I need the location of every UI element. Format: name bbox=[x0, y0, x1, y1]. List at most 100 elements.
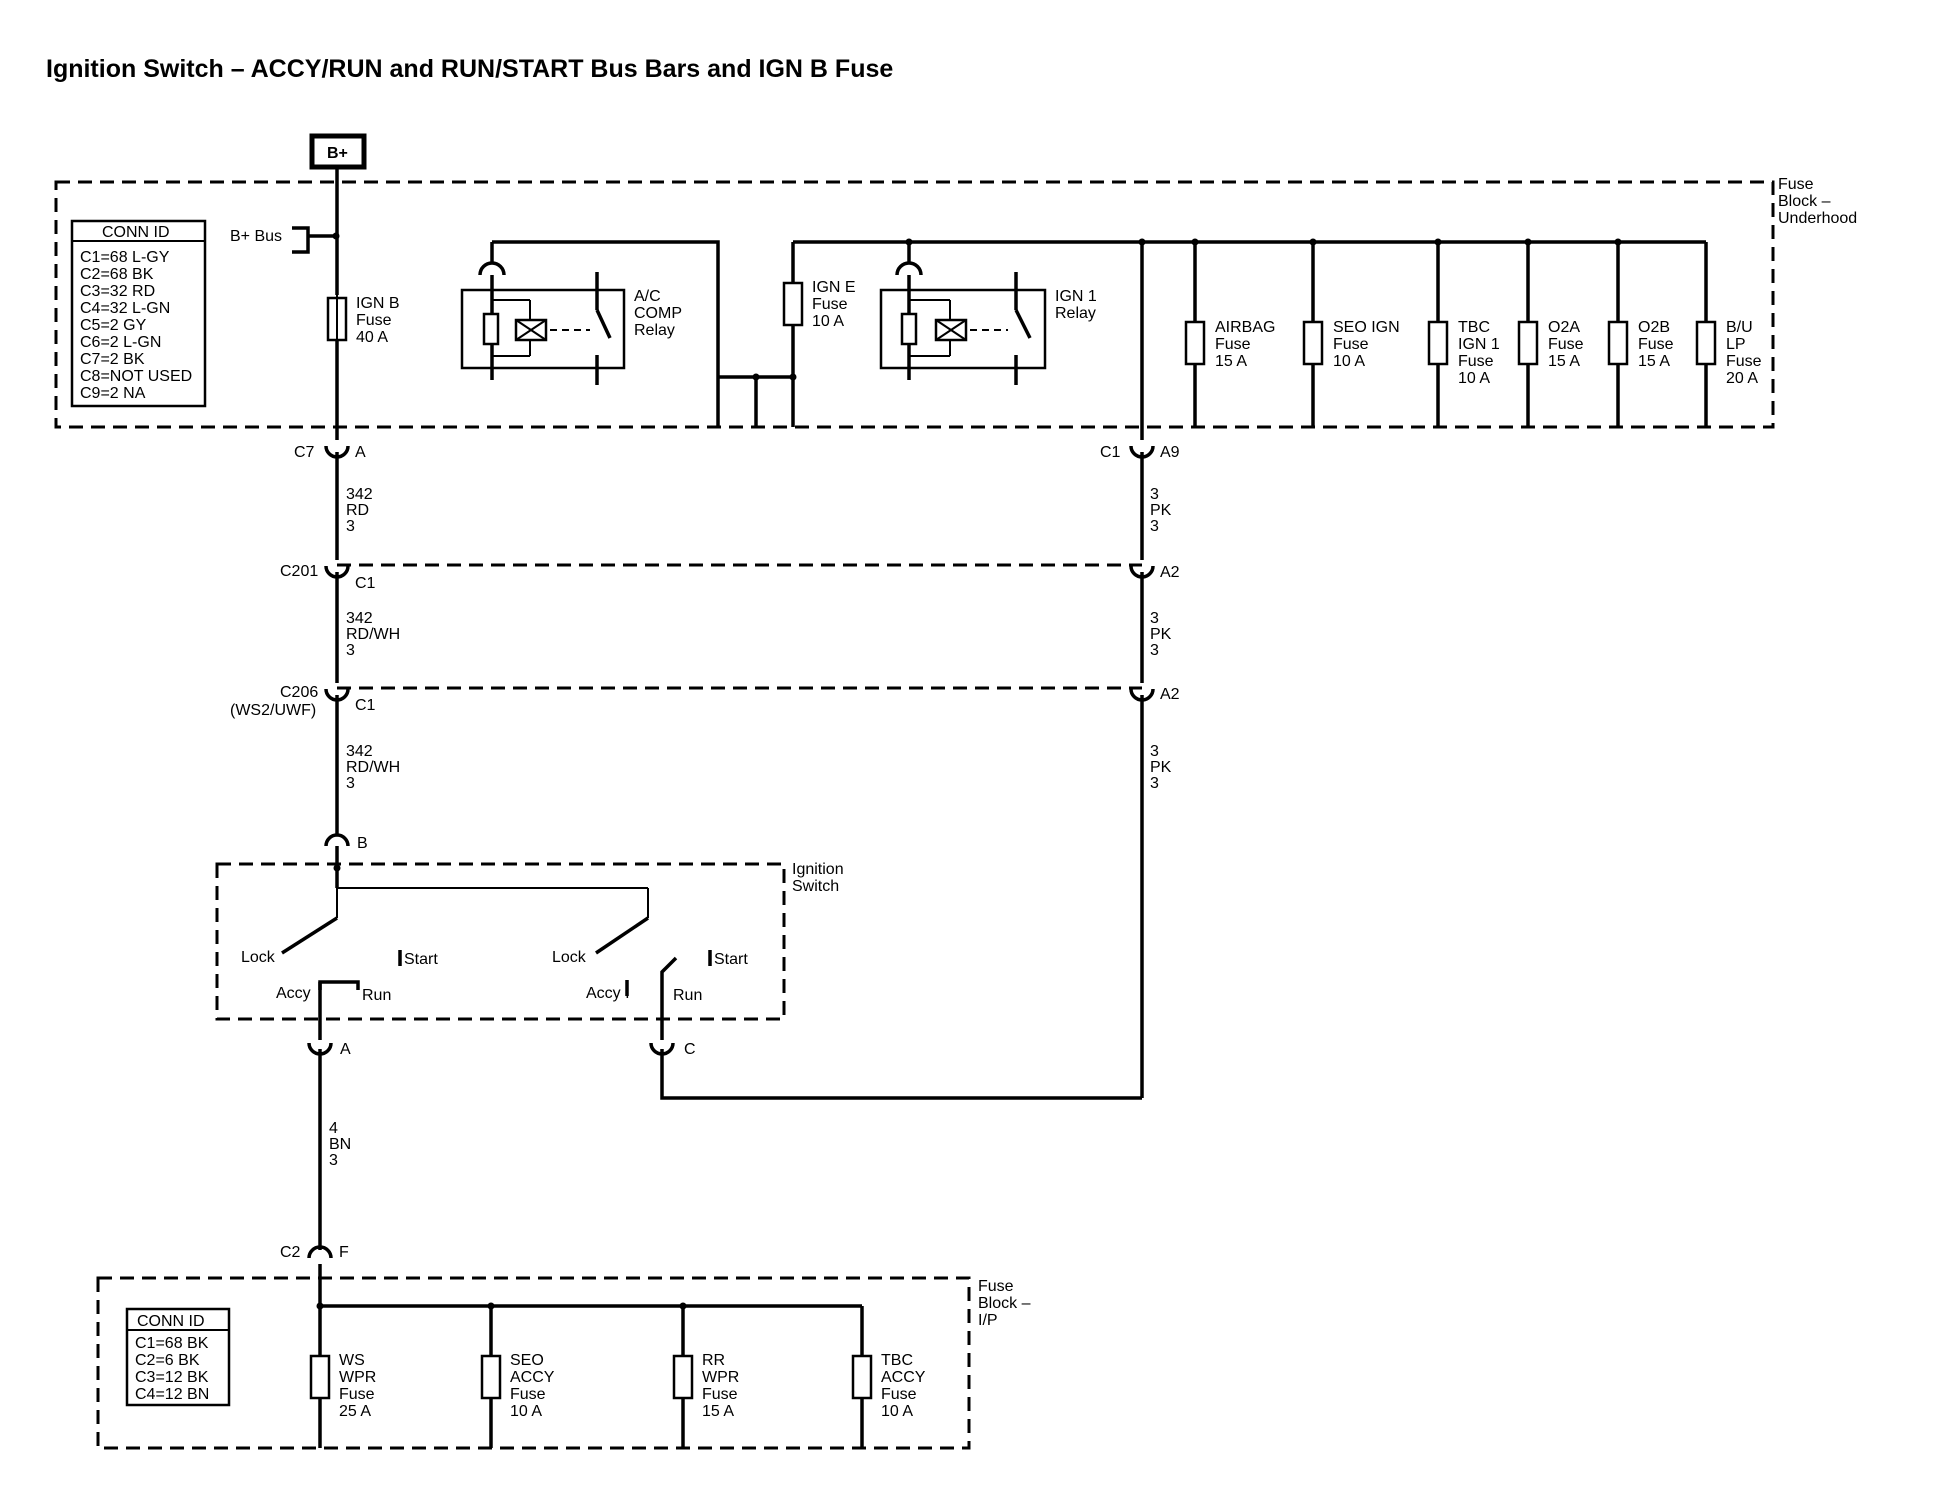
svg-text:BN: BN bbox=[329, 1136, 351, 1153]
svg-text:A2: A2 bbox=[1160, 564, 1180, 581]
svg-text:I/P: I/P bbox=[978, 1312, 998, 1329]
svg-text:A2: A2 bbox=[1160, 686, 1180, 703]
svg-text:Fuse: Fuse bbox=[978, 1278, 1014, 1295]
svg-text:3: 3 bbox=[1150, 743, 1159, 760]
svg-text:Ignition: Ignition bbox=[792, 861, 844, 878]
wire-3-pk-lower-label: 3 PK 3 bbox=[1150, 743, 1172, 792]
svg-text:10 A: 10 A bbox=[1458, 370, 1490, 387]
switch-lock-1: Lock bbox=[241, 949, 276, 966]
wire-run-start-loop bbox=[660, 1049, 1142, 1100]
ign-1-relay bbox=[879, 242, 1047, 385]
switch-terminal-c: C bbox=[649, 1041, 696, 1058]
svg-text:3: 3 bbox=[1150, 486, 1159, 503]
svg-text:15 A: 15 A bbox=[1215, 353, 1247, 370]
svg-text:342: 342 bbox=[346, 743, 373, 760]
svg-text:WS: WS bbox=[339, 1352, 365, 1369]
svg-text:C7: C7 bbox=[294, 444, 315, 461]
svg-text:SEO: SEO bbox=[510, 1352, 544, 1369]
wire-342-rdwh-b-label: 342 RD/WH 3 bbox=[346, 743, 400, 792]
svg-text:C2=68 BK: C2=68 BK bbox=[80, 266, 154, 283]
svg-text:F: F bbox=[339, 1244, 349, 1261]
switch-run-2: Run bbox=[673, 987, 702, 1004]
connector-c2: C2 F bbox=[280, 1244, 349, 1261]
o2b-fuse: O2B Fuse 15 A bbox=[1607, 242, 1674, 427]
svg-text:C7=2 BK: C7=2 BK bbox=[80, 351, 145, 368]
svg-text:C4=32 L-GN: C4=32 L-GN bbox=[80, 300, 170, 317]
svg-text:Fuse: Fuse bbox=[510, 1386, 546, 1403]
ac-comp-relay bbox=[460, 242, 626, 385]
svg-text:Block –: Block – bbox=[1778, 193, 1831, 210]
svg-text:10 A: 10 A bbox=[881, 1403, 913, 1420]
tbc-accy-fuse: TBC ACCY Fuse 10 A bbox=[851, 1306, 926, 1448]
seo-ign-fuse: SEO IGN Fuse 10 A bbox=[1302, 242, 1400, 427]
svg-text:C: C bbox=[684, 1041, 696, 1058]
svg-text:C3=32 RD: C3=32 RD bbox=[80, 283, 155, 300]
wire-3-pk-mid-label: 3 PK 3 bbox=[1150, 610, 1172, 659]
svg-text:TBC: TBC bbox=[1458, 319, 1490, 336]
svg-text:Fuse: Fuse bbox=[1638, 336, 1674, 353]
svg-text:3: 3 bbox=[346, 518, 355, 535]
switch-accy-1: Accy bbox=[276, 985, 311, 1002]
svg-text:IGN B: IGN B bbox=[356, 295, 400, 312]
switch-lock-2: Lock bbox=[552, 949, 587, 966]
svg-text:Switch: Switch bbox=[792, 878, 839, 895]
svg-text:3: 3 bbox=[346, 642, 355, 659]
svg-text:20 A: 20 A bbox=[1726, 370, 1758, 387]
svg-text:B+ Bus: B+ Bus bbox=[230, 228, 282, 245]
svg-text:Fuse: Fuse bbox=[702, 1386, 738, 1403]
svg-text:TBC: TBC bbox=[881, 1352, 913, 1369]
svg-text:IGN 1: IGN 1 bbox=[1055, 288, 1097, 305]
svg-text:3: 3 bbox=[1150, 775, 1159, 792]
svg-text:10 A: 10 A bbox=[812, 313, 844, 330]
svg-text:C2: C2 bbox=[280, 1244, 301, 1261]
airbag-fuse: AIRBAG Fuse 15 A bbox=[1184, 242, 1275, 427]
svg-text:C1: C1 bbox=[1100, 444, 1121, 461]
svg-text:15 A: 15 A bbox=[702, 1403, 734, 1420]
wire-3-pk-upper-label: 3 PK 3 bbox=[1150, 486, 1172, 535]
rr-wpr-fuse: RR WPR Fuse 15 A bbox=[672, 1306, 739, 1448]
svg-text:15 A: 15 A bbox=[1548, 353, 1580, 370]
svg-text:Relay: Relay bbox=[634, 322, 675, 339]
svg-text:342: 342 bbox=[346, 610, 373, 627]
svg-text:B: B bbox=[357, 835, 368, 852]
svg-text:40 A: 40 A bbox=[356, 329, 388, 346]
underhood-conn-id-table: CONN ID C1=68 L-GY C2=68 BK C3=32 RD C4=… bbox=[70, 219, 207, 408]
ign-b-fuse-label: IGN B Fuse 40 A bbox=[356, 295, 400, 346]
ign-e-fuse-label: IGN E Fuse 10 A bbox=[812, 279, 856, 330]
b-plus-bus: B+ Bus bbox=[230, 226, 340, 254]
svg-text:A/C: A/C bbox=[634, 288, 661, 305]
svg-text:RD/WH: RD/WH bbox=[346, 759, 400, 776]
svg-text:Fuse: Fuse bbox=[1778, 176, 1814, 193]
svg-text:C206: C206 bbox=[280, 684, 318, 701]
svg-text:C1=68 BK: C1=68 BK bbox=[135, 1335, 209, 1352]
ip-block-label: Fuse Block – I/P bbox=[978, 1278, 1031, 1329]
svg-text:C9=2 NA: C9=2 NA bbox=[80, 385, 146, 402]
switch-accy-2: Accy I bbox=[586, 985, 630, 1002]
connector-c201: C201 C1 A2 bbox=[280, 563, 1180, 592]
switch-start-2: Start bbox=[714, 951, 748, 968]
svg-text:Fuse: Fuse bbox=[356, 312, 392, 329]
svg-text:Fuse: Fuse bbox=[1548, 336, 1584, 353]
svg-text:C4=12 BN: C4=12 BN bbox=[135, 1386, 209, 1403]
ac-comp-relay-label: A/C COMP Relay bbox=[634, 288, 682, 339]
svg-text:C6=2 L-GN: C6=2 L-GN bbox=[80, 334, 161, 351]
svg-text:3: 3 bbox=[1150, 610, 1159, 627]
underhood-fuse-block-outline bbox=[54, 180, 1775, 429]
svg-text:25 A: 25 A bbox=[339, 1403, 371, 1420]
svg-text:15 A: 15 A bbox=[1638, 353, 1670, 370]
svg-text:(WS2/UWF): (WS2/UWF) bbox=[230, 702, 316, 719]
wire-342-rd-label: 342 RD 3 bbox=[346, 486, 373, 535]
svg-text:3: 3 bbox=[1150, 518, 1159, 535]
svg-text:B/U: B/U bbox=[1726, 319, 1753, 336]
wire-ac-relay-feed bbox=[492, 240, 720, 427]
svg-text:C2=6 BK: C2=6 BK bbox=[135, 1352, 200, 1369]
svg-text:PK: PK bbox=[1150, 759, 1172, 776]
ignition-switch-outline bbox=[215, 862, 786, 1021]
svg-text:WPR: WPR bbox=[339, 1369, 376, 1386]
svg-text:SEO IGN: SEO IGN bbox=[1333, 319, 1400, 336]
svg-text:3: 3 bbox=[346, 775, 355, 792]
svg-text:ACCY: ACCY bbox=[881, 1369, 926, 1386]
svg-text:C5=2 GY: C5=2 GY bbox=[80, 317, 147, 334]
